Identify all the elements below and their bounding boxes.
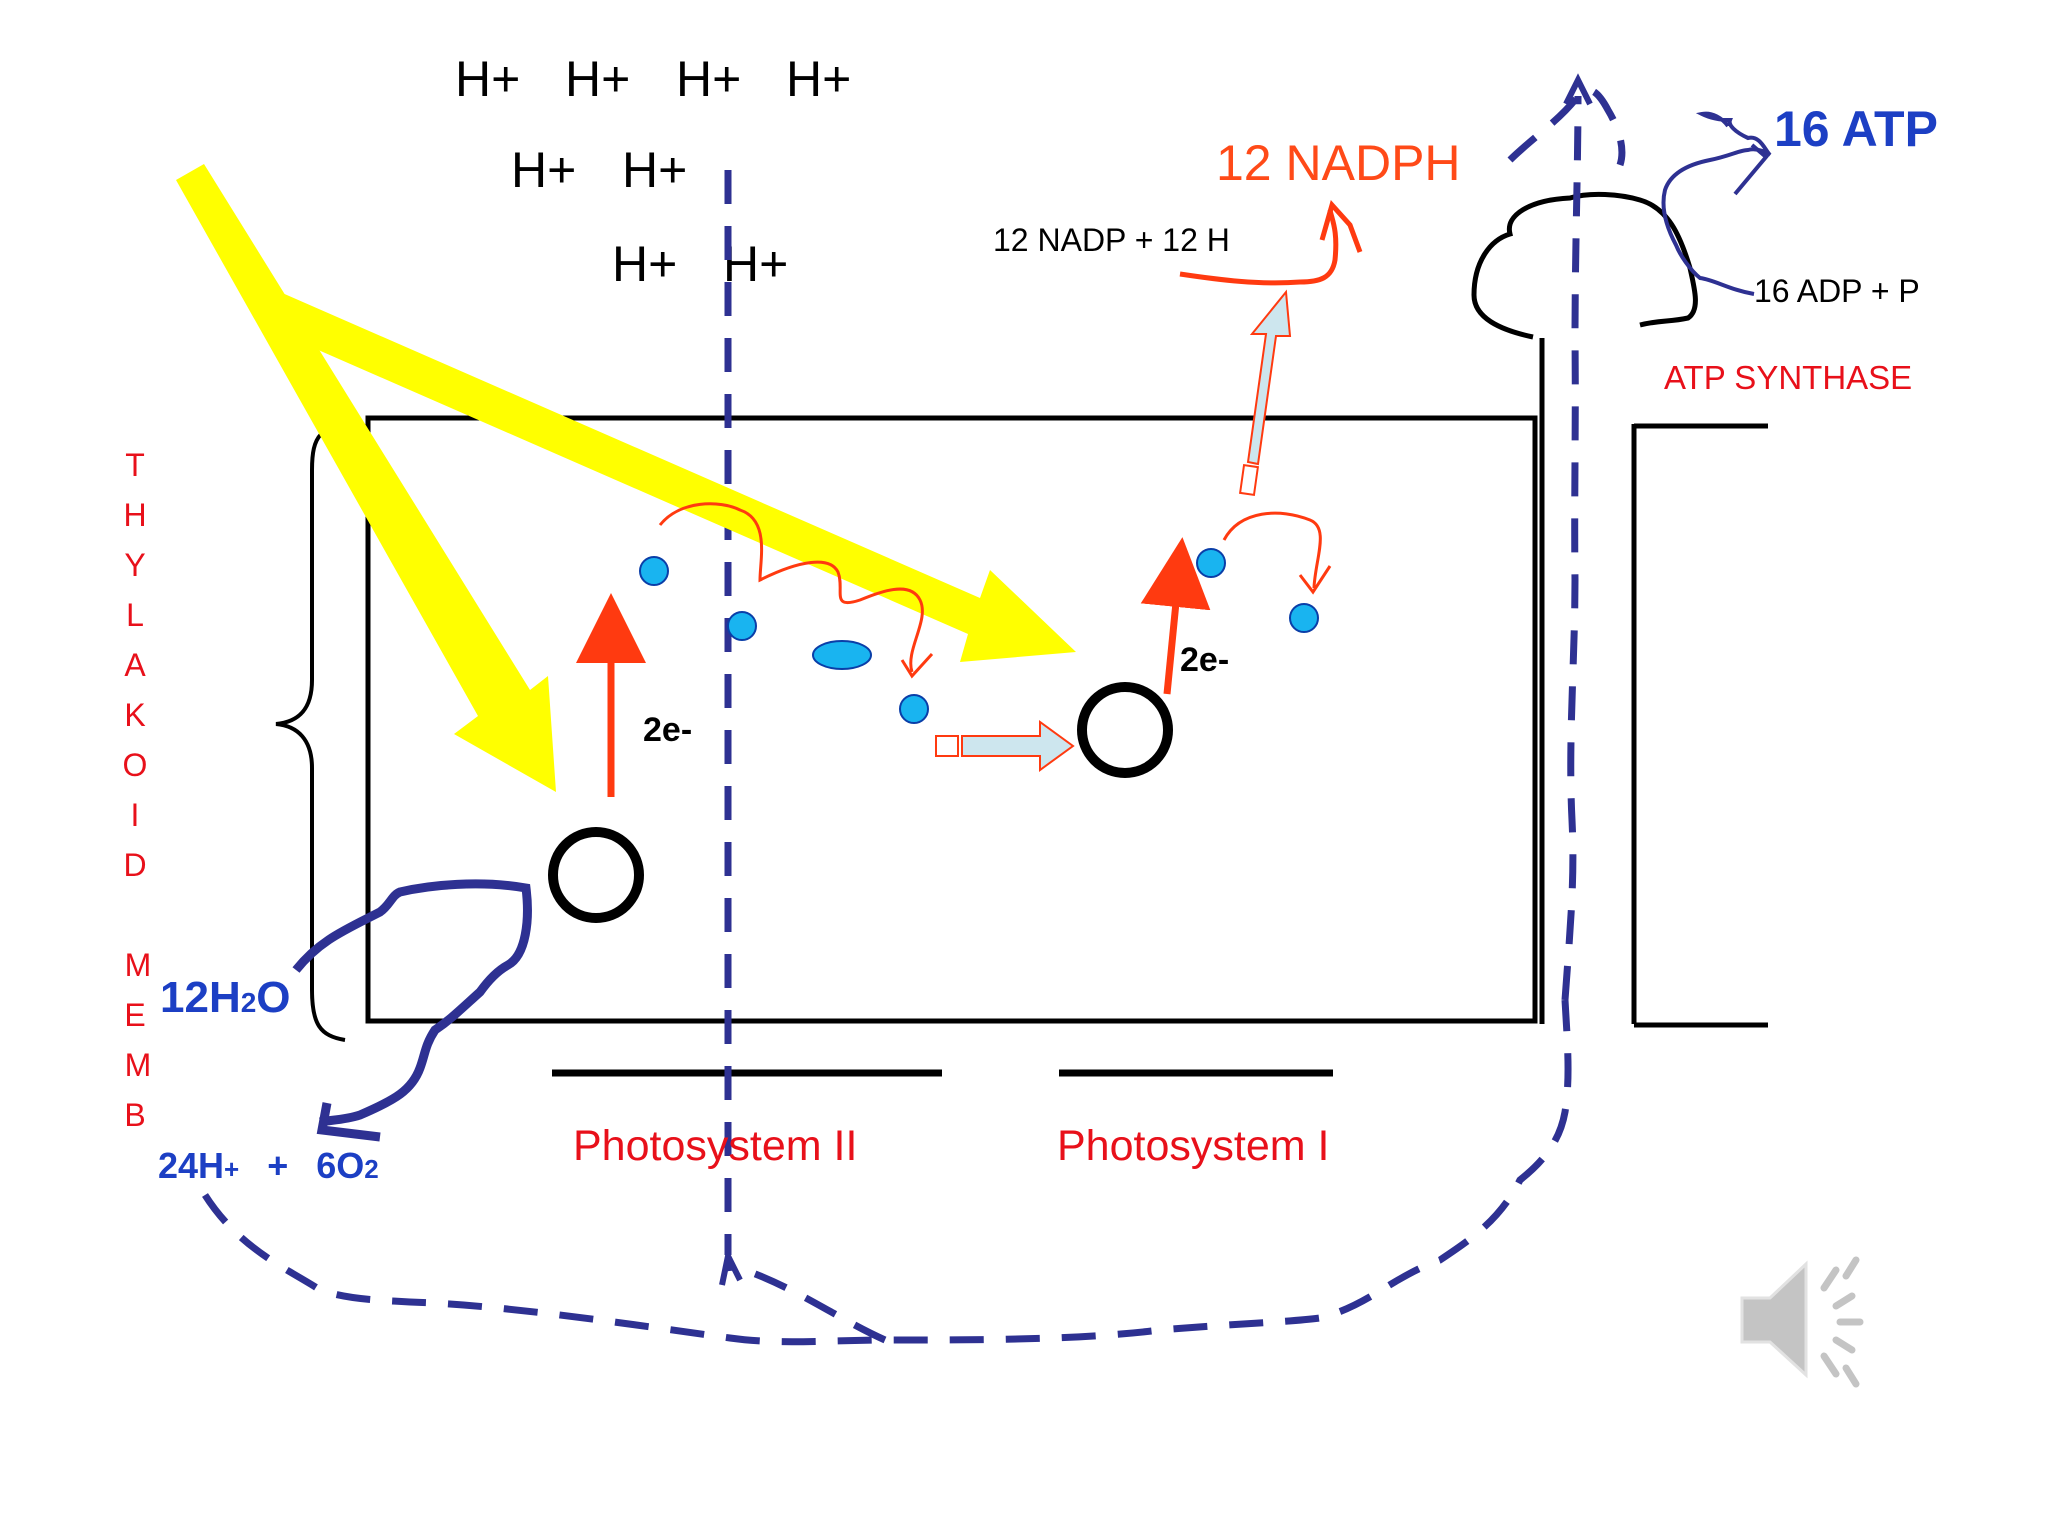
vertical-letter: L: [126, 597, 144, 633]
water-splitting-arrow: [292, 879, 532, 1127]
thylakoid-membrane: [365, 415, 1538, 1024]
vertical-letter: K: [124, 697, 145, 733]
photosystem-ii-label: Photosystem II: [573, 1122, 857, 1170]
proton-product: 24H: [158, 1145, 224, 1186]
proton-product-sub: +: [224, 1154, 239, 1184]
electron-carrier: [1196, 548, 1226, 578]
nadph-formation-line: [1179, 209, 1339, 286]
vertical-letter: Y: [124, 547, 145, 583]
psii-electron-label: 2e-: [643, 711, 692, 749]
ps1-to-nadp-arrow-tail: [1238, 464, 1260, 496]
membrane-brace: [275, 422, 361, 1042]
electron-squiggle-1: [658, 502, 924, 673]
h-ion: H+: [565, 51, 630, 107]
vertical-letter: M: [125, 1047, 152, 1083]
electron-squiggle-2: [1222, 511, 1322, 589]
electron-carrier: [727, 611, 757, 641]
atp-synthase-head: [1471, 191, 1698, 340]
vertical-letter: M: [125, 947, 152, 983]
light-arrow-ps1: [268, 292, 1076, 662]
vertical-letter: D: [123, 847, 146, 883]
ps1-reaction-center: [1077, 682, 1173, 778]
light-arrows: [176, 164, 1076, 792]
oxygen-product-sub: 2: [364, 1154, 378, 1184]
ps2-to-ps1-arrow: [961, 720, 1075, 772]
water-label-end: O: [256, 973, 290, 1022]
electron-carrier: [639, 556, 669, 586]
ps1-to-nadp-arrow: [1246, 289, 1292, 466]
nadph-formation-arrowhead: [1319, 199, 1363, 253]
atp-formation-arrow: [1661, 111, 1772, 296]
oxygen-product: 6O: [316, 1145, 364, 1186]
proton-arrowhead: [719, 1246, 743, 1286]
h-ion: H+: [676, 51, 741, 107]
ps2-reaction-center: [548, 827, 644, 923]
proton-path: [202, 86, 1626, 1346]
products-label: 24H++6O2: [158, 1145, 379, 1186]
h-ion: H+: [786, 51, 851, 107]
h-ion: H+: [622, 142, 687, 198]
speaker-waves: [1820, 1256, 1864, 1388]
vertical-letter: B: [124, 1097, 145, 1133]
hydrogen-ions: H+ H+ H+ H+ H+ H+ H+ H+: [455, 51, 851, 292]
proton-exit-arrowhead: [1563, 73, 1593, 106]
nadp-reactants-label: 12 NADP + 12 H: [993, 222, 1230, 258]
electron-carrier: [1289, 603, 1319, 633]
nadph-label: 12 NADPH: [1216, 135, 1461, 191]
atp-formation-arrowhead: [1733, 143, 1769, 196]
water-splitting-arrowhead: [316, 1102, 381, 1142]
speaker-icon[interactable]: [1740, 1256, 1864, 1388]
atp-synthase-label: ATP SYNTHASE: [1664, 359, 1912, 396]
vertical-letter: I: [131, 797, 140, 833]
water-label: 12H2O: [160, 973, 291, 1022]
vertical-letter: O: [123, 747, 148, 783]
electron-transport: [576, 199, 1363, 797]
water-label-main: 12H: [160, 973, 241, 1022]
thylakoid-vertical-label: T H Y L A K O I D M E M B: [123, 447, 152, 1133]
ps1-excitation-arrow: [1140, 537, 1211, 695]
atp-label: 16 ATP: [1774, 101, 1938, 157]
proton-path-channel: [1561, 95, 1582, 1001]
electron-squiggle-1-head: [900, 652, 934, 679]
proton-path-loop: [202, 999, 1572, 1346]
proton-path-return: [724, 1263, 887, 1344]
vertical-letter: T: [125, 447, 145, 483]
electron-carrier: [812, 640, 872, 670]
ps2-to-ps1-arrow-tail: [935, 735, 959, 757]
speaker-body: [1740, 1260, 1808, 1379]
products-plus: +: [267, 1145, 288, 1186]
electron-carrier: [899, 694, 929, 724]
electron-carriers: [639, 548, 1319, 724]
vertical-letter: H: [123, 497, 146, 533]
psi-electron-label: 2e-: [1180, 641, 1229, 679]
electron-squiggle-2-head: [1298, 565, 1332, 595]
h-ion: H+: [723, 236, 788, 292]
photosystem-i-label: Photosystem I: [1057, 1122, 1329, 1170]
adp-label: 16 ADP + P: [1754, 273, 1920, 309]
vertical-letter: A: [124, 647, 146, 683]
h-ion: H+: [455, 51, 520, 107]
h-ion: H+: [612, 236, 677, 292]
vertical-letter: E: [124, 997, 145, 1033]
water-label-sub: 2: [241, 987, 257, 1018]
atp-synthase: [1471, 191, 1768, 1028]
h-ion: H+: [511, 142, 576, 198]
